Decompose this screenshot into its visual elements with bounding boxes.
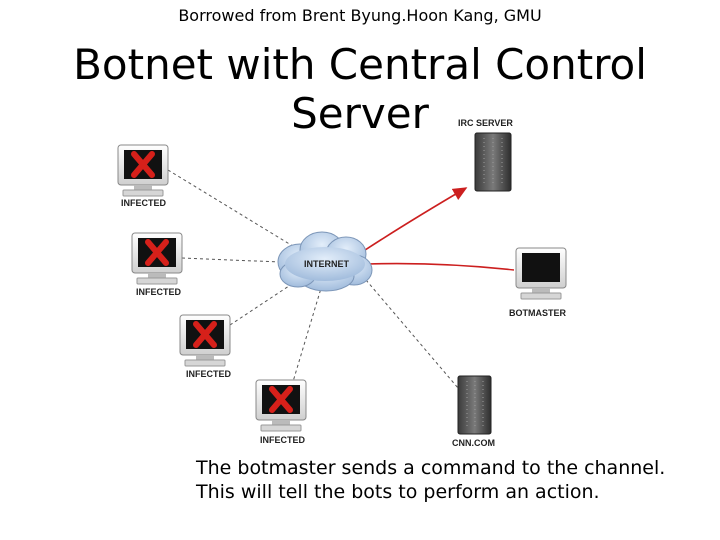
botmaster-computer: BOTMASTER <box>509 247 567 318</box>
link-infected-4 <box>291 284 323 386</box>
infected-label-3: INFECTED <box>186 369 232 379</box>
x-mark-icon <box>145 239 169 266</box>
caption-line-1: The botmaster sends a command to the cha… <box>196 457 666 479</box>
irc-server: IRC SERVER <box>458 118 513 192</box>
link-infected-3 <box>229 279 299 326</box>
infected-computer-3: INFECTED <box>179 314 232 379</box>
command-path <box>361 187 515 271</box>
network-links <box>167 169 459 389</box>
infected-label-4: INFECTED <box>260 435 306 445</box>
command-arrow-to-irc <box>361 187 468 253</box>
x-mark-icon <box>193 321 217 348</box>
x-mark-icon <box>269 386 293 413</box>
infected-label-2: INFECTED <box>136 287 182 297</box>
link-target <box>365 279 459 389</box>
irc-server-label: IRC SERVER <box>458 118 513 128</box>
infected-computer-1: INFECTED <box>117 144 169 208</box>
botmaster-label: BOTMASTER <box>509 308 566 318</box>
command-line-from-botmaster <box>367 262 515 271</box>
caption: The botmaster sends a command to the cha… <box>196 456 716 504</box>
attribution-credit: Borrowed from Brent Byung.Hoon Kang, GMU <box>178 6 542 25</box>
caption-line-2: This will tell the bots to perform an ac… <box>196 481 600 503</box>
infected-computer-2: INFECTED <box>131 232 183 297</box>
internet-cloud: INTERNET <box>277 231 373 292</box>
target-label: CNN.COM <box>452 438 495 448</box>
internet-label: INTERNET <box>304 259 350 269</box>
x-mark-icon <box>131 151 155 178</box>
target-server: CNN.COM <box>452 375 495 448</box>
slide-title: Botnet with Central Control Server <box>73 40 647 138</box>
link-infected-2 <box>181 257 281 263</box>
link-infected-1 <box>167 169 297 249</box>
infected-label-1: INFECTED <box>121 198 167 208</box>
infected-computer-4: INFECTED <box>255 379 307 445</box>
